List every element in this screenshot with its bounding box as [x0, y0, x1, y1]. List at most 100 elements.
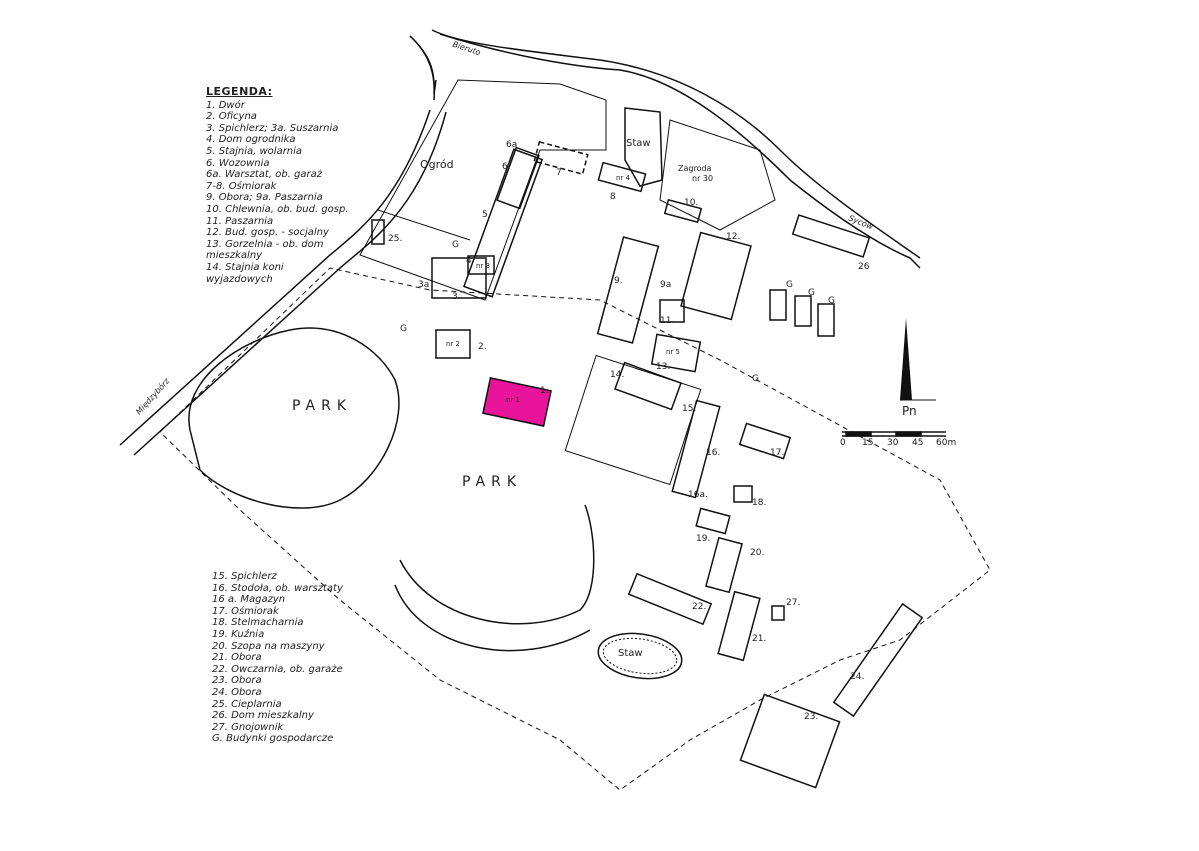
building-3 — [431, 257, 487, 299]
road-east — [439, 33, 921, 269]
building-11 — [659, 299, 685, 323]
label-b23: 23. — [804, 712, 819, 722]
building-15-yard — [564, 354, 702, 486]
label-b6: 6. — [502, 162, 511, 172]
label-b25: 25. — [388, 234, 403, 244]
pond-south-label: Staw — [618, 648, 643, 659]
label-g3: G — [828, 296, 835, 306]
garden-label: Ogród — [420, 158, 454, 171]
scale-label-45: 45 — [912, 438, 924, 448]
label-b26: 26 — [858, 262, 870, 272]
road-north — [409, 35, 437, 95]
label-b19: 19. — [696, 534, 711, 544]
building-12 — [680, 231, 752, 321]
pond-south — [597, 632, 683, 680]
legend-item: 2. Oficyna — [206, 111, 257, 123]
park-center-label: PARK — [462, 474, 523, 490]
legend-title: LEGENDA: — [206, 85, 273, 98]
building-7 — [533, 140, 589, 176]
label-b15: 15. — [682, 404, 697, 414]
road-north-edge-2 — [431, 29, 921, 259]
label-b9: 9. — [614, 276, 623, 286]
building-21 — [717, 590, 761, 662]
legend-item: 6a. Warsztat, ob. garaż — [206, 169, 323, 181]
building-18 — [733, 485, 753, 503]
building-16 — [671, 399, 721, 499]
label-b18: 18. — [752, 498, 767, 508]
label-b13-nr: nr 5 — [666, 348, 680, 356]
building-g1 — [769, 289, 787, 321]
building-8 — [597, 161, 647, 193]
label-b3a: 3a — [418, 280, 430, 290]
label-b2-nr: nr 2 — [446, 340, 460, 348]
north-arrow — [900, 318, 912, 400]
boundary — [159, 267, 991, 791]
road-west-a — [119, 109, 431, 446]
label-b3: 3 — [452, 292, 458, 302]
legend-item: 19. Kuźnia — [212, 628, 265, 640]
road-west-b — [133, 111, 447, 456]
legend-item: 4. Dom ogrodnika — [206, 134, 296, 146]
north-label: Pn — [902, 404, 917, 418]
building-25 — [371, 219, 385, 245]
label-b20: 20. — [750, 548, 765, 558]
label-g6: G — [752, 374, 759, 384]
label-b12: 12. — [726, 232, 741, 242]
label-b4: 4 — [466, 256, 472, 266]
legend-item: mieszkalny — [206, 250, 263, 262]
park-arc — [399, 504, 595, 625]
building-g3 — [817, 303, 835, 337]
building-13 — [650, 333, 702, 373]
pond-south-inner — [602, 637, 678, 675]
legend-item: 27. Gnojownik — [212, 721, 284, 733]
park-west-outline — [188, 327, 400, 509]
legend-item: 17. Ośmiorak — [212, 605, 279, 617]
scale-label-0: 0 — [840, 438, 846, 448]
label-b13: 13. — [656, 362, 671, 372]
label-b17: 17. — [770, 448, 785, 458]
scale-label-30: 30 — [887, 438, 899, 448]
building-10 — [663, 198, 703, 224]
legend-item: G. Budynki gospodarcze — [212, 733, 334, 745]
zagroda — [659, 119, 776, 231]
building-9 — [596, 236, 660, 344]
label-b27: 27. — [786, 598, 801, 608]
label-b1-nr: nr 1 — [506, 396, 520, 404]
legend-item: 1. Dwór — [206, 99, 245, 111]
manor-house — [482, 377, 552, 427]
building-26 — [791, 214, 871, 258]
label-b11: 11. — [660, 316, 675, 326]
legend-item: 20. Szopa na maszyny — [212, 640, 325, 652]
legend-item: 26. Dom mieszkalny — [212, 710, 314, 722]
building-24 — [832, 602, 924, 718]
label-b8-nr: nr 4 — [616, 174, 630, 182]
legend-item: 10. Chlewnia, ob. bud. gosp. — [206, 203, 349, 215]
building-5 — [462, 148, 544, 298]
label-g5: G — [452, 240, 459, 250]
legend-item: 9. Obora; 9a. Paszarnia — [206, 192, 323, 204]
scale-label-15: 15 — [862, 438, 874, 448]
road-north-edge — [409, 35, 436, 101]
legend-item: 18. Stelmacharnia — [212, 617, 304, 629]
label-g1: G — [786, 280, 793, 290]
legend-item: 13. Gorzelnia - ob. dom — [206, 238, 324, 250]
building-27 — [771, 605, 785, 621]
label-b22: 22. — [692, 602, 707, 612]
pond-north-label: Staw — [626, 138, 651, 149]
label-b6a: 6a — [506, 140, 518, 150]
label-b14: 14. — [610, 370, 625, 380]
legend-item: 21. Obora — [212, 652, 262, 664]
zagroda-label: Zagroda — [678, 164, 712, 173]
legend-item: 22. Owczarnia, ob. garaże — [212, 663, 343, 675]
legend-item: wyjazdowych — [206, 273, 273, 285]
garden-wall — [359, 79, 607, 301]
label-b16a: 16a. — [688, 490, 708, 500]
legend-item: 15. Spichlerz — [212, 571, 277, 582]
legend-item: 16 a. Magazyn — [212, 594, 286, 606]
label-b2: 2. — [478, 342, 487, 352]
label-b4-nr: nr 3 — [476, 262, 490, 270]
building-19 — [695, 507, 731, 535]
